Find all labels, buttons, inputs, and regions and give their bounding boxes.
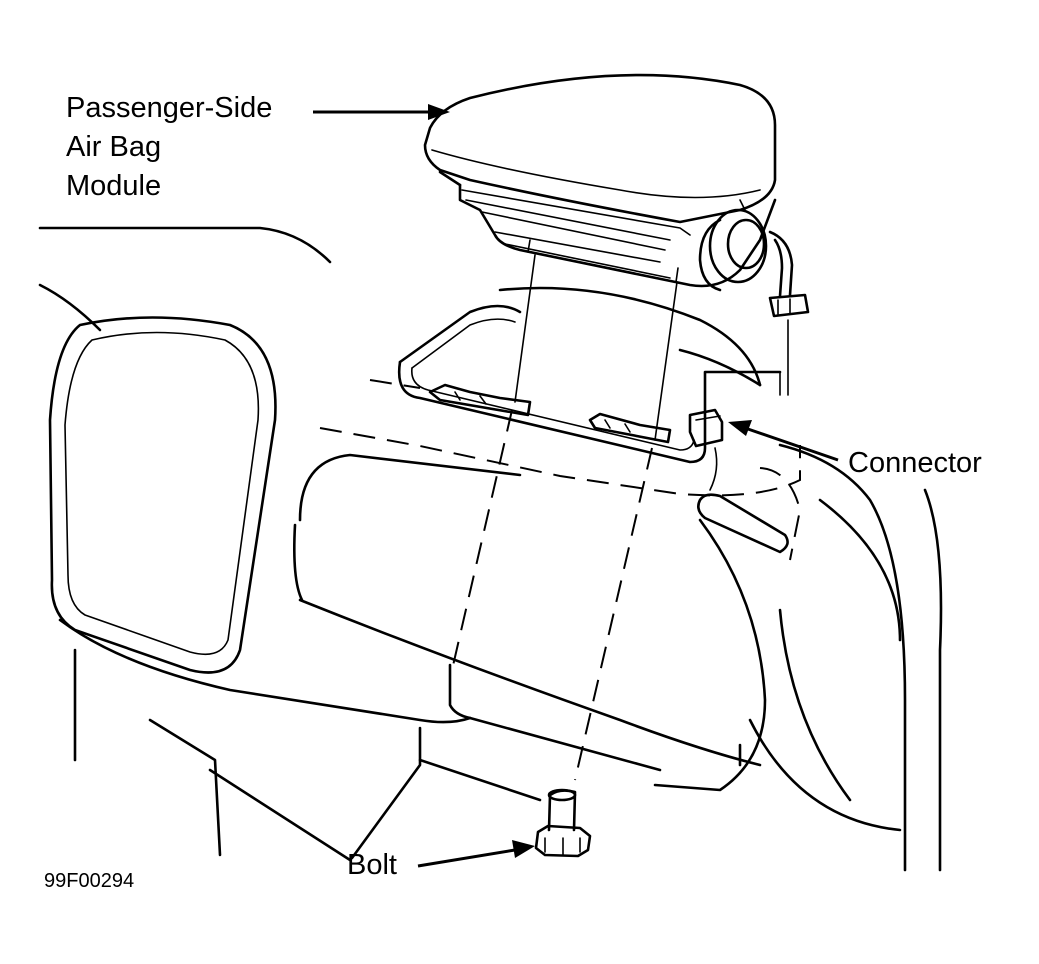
bolt bbox=[534, 788, 592, 858]
bolt-label: Bolt bbox=[347, 849, 397, 881]
figure-code: 99F00294 bbox=[44, 870, 135, 892]
dashboard bbox=[38, 226, 943, 872]
connector-label: Connector bbox=[848, 447, 982, 479]
airbag-module bbox=[423, 73, 810, 318]
module-label-line1: Passenger-Side bbox=[66, 92, 273, 124]
alignment-lines bbox=[451, 254, 789, 781]
module-label: Passenger-Side Air Bag Module bbox=[66, 89, 272, 206]
callout-arrows bbox=[313, 104, 839, 868]
module-label-line2: Air Bag bbox=[66, 131, 162, 163]
module-label-line3: Module bbox=[66, 170, 162, 202]
